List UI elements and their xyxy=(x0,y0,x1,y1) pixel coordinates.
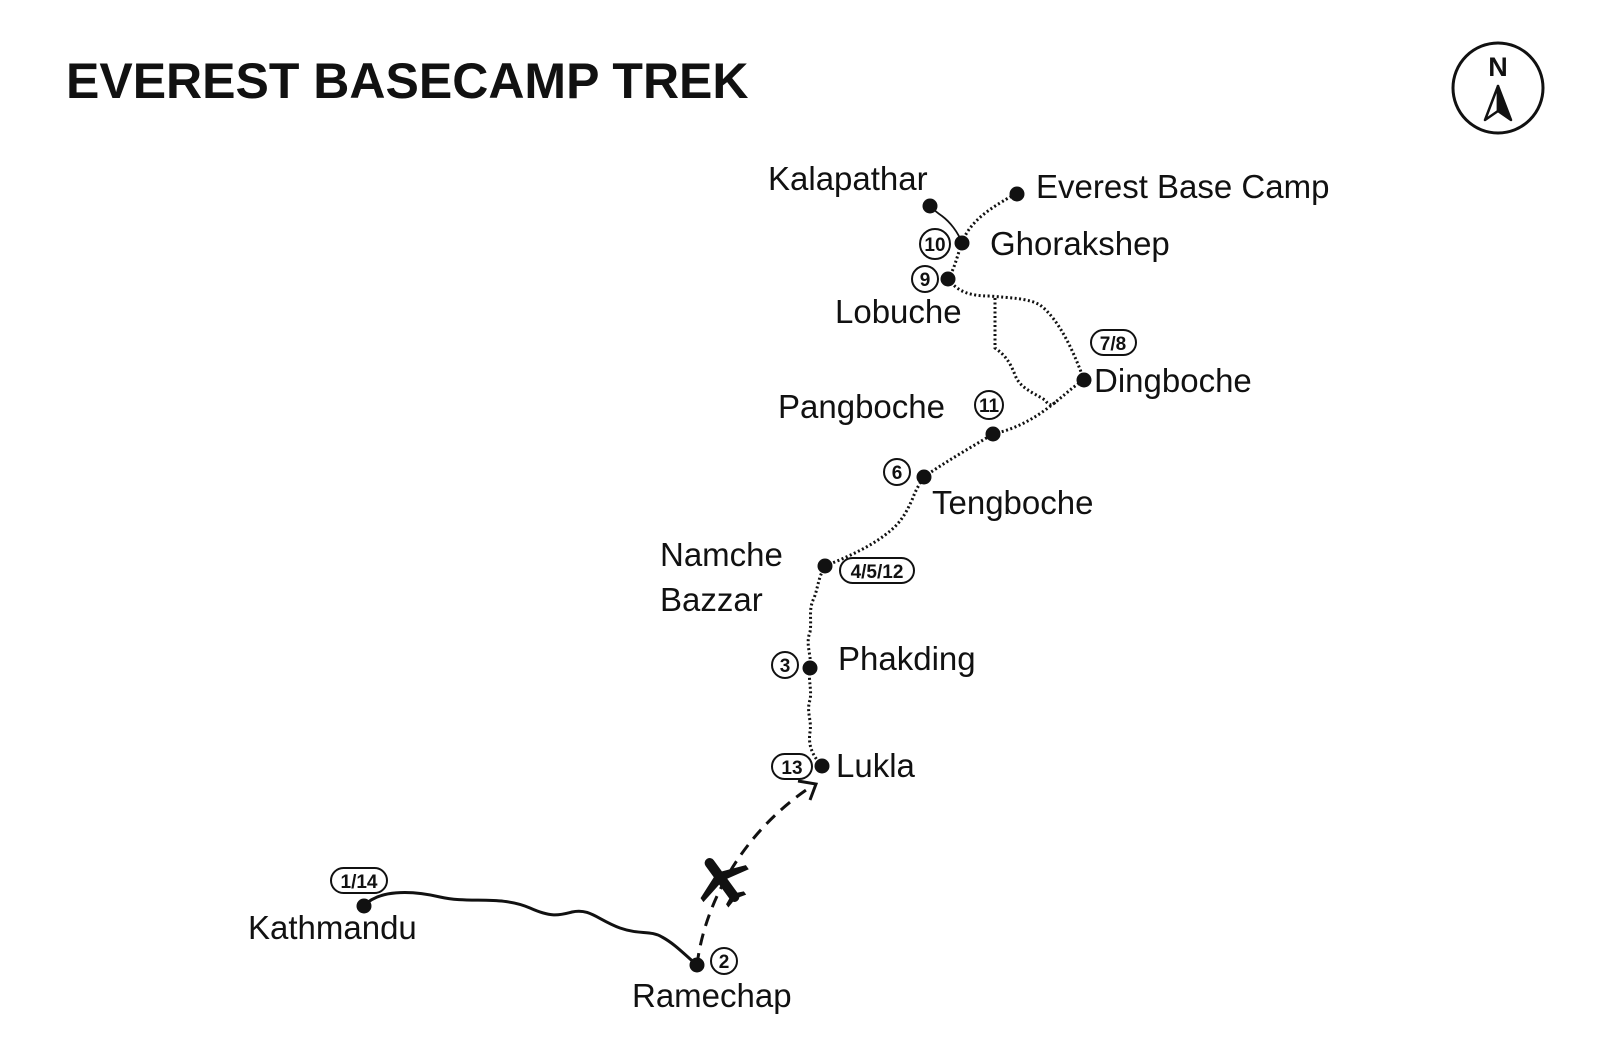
day-badge-namche: 4/5/12 xyxy=(839,557,915,584)
location-dot-tengboche xyxy=(916,469,932,485)
location-dot-kalapathar xyxy=(922,198,938,214)
place-label-phakding: Phakding xyxy=(838,640,976,677)
trail-network xyxy=(806,192,1086,768)
place-label-ramechap: Ramechap xyxy=(632,977,792,1014)
svg-text:13: 13 xyxy=(781,758,802,779)
map-title: EVEREST BASECAMP TREK xyxy=(66,53,749,109)
day-badge-lukla: 13 xyxy=(771,753,813,780)
day-badge-tengboche: 6 xyxy=(883,458,911,486)
svg-text:6: 6 xyxy=(892,463,903,484)
location-dot-phakding xyxy=(802,660,818,676)
road-kathmandu-ramechap xyxy=(362,891,698,967)
place-label-ghorakshep: Ghorakshep xyxy=(990,225,1170,262)
place-label-pangboche: Pangboche xyxy=(778,388,945,425)
day-badge-lobuche: 9 xyxy=(911,265,939,293)
svg-text:1/14: 1/14 xyxy=(341,872,378,893)
place-label-kalapathar: Kalapathar xyxy=(768,160,928,197)
north-arrow-icon xyxy=(1483,84,1513,122)
place-label-lobuche: Lobuche xyxy=(835,293,962,330)
svg-text:3: 3 xyxy=(780,656,791,677)
trail-lobuche-ghorakshep xyxy=(946,242,964,280)
compass: N xyxy=(1451,41,1545,135)
svg-text:9: 9 xyxy=(920,270,931,291)
location-dot-lobuche xyxy=(940,271,956,287)
location-dot-pangboche xyxy=(985,426,1001,442)
svg-text:7/8: 7/8 xyxy=(1100,334,1126,355)
day-badge-ramechap: 2 xyxy=(710,947,738,975)
day-badge-kathmandu: 1/14 xyxy=(330,867,388,894)
place-label-namche-line2: Bazzar xyxy=(660,581,763,618)
location-dot-kathmandu xyxy=(356,898,372,914)
svg-text:10: 10 xyxy=(924,235,945,256)
trail-pangboche-dingboche xyxy=(992,378,1085,436)
day-badge-dingboche: 7/8 xyxy=(1090,329,1137,356)
day-badge-pangboche: 11 xyxy=(974,390,1004,420)
trail-lukla-phakding xyxy=(807,667,824,768)
location-dot-lukla xyxy=(814,758,830,774)
place-label-dingboche: Dingboche xyxy=(1094,362,1252,399)
svg-text:11: 11 xyxy=(979,396,1000,417)
svg-text:4/5/12: 4/5/12 xyxy=(851,562,904,583)
trail-dingboche-lobuche xyxy=(946,278,1086,381)
location-dot-namche-bazzar xyxy=(817,558,833,574)
trail-namche-tengboche xyxy=(824,476,926,568)
location-dot-ramechap xyxy=(689,957,705,973)
place-label-kathmandu: Kathmandu xyxy=(248,909,417,946)
day-badge-phakding: 3 xyxy=(771,651,799,679)
day-badge-ghorakshep: 10 xyxy=(919,228,951,260)
svg-text:2: 2 xyxy=(719,952,730,973)
compass-north-label: N xyxy=(1488,52,1508,82)
flight-arrowhead xyxy=(797,779,819,801)
trail-tengboche-pangboche xyxy=(923,432,994,479)
place-label-lukla: Lukla xyxy=(836,747,916,784)
location-dot-everest-base-camp xyxy=(1009,186,1025,202)
airplane-icon xyxy=(700,858,749,908)
trail-alternate-loop xyxy=(993,298,1060,407)
location-dot-ghorakshep xyxy=(954,235,970,251)
location-dot-dingboche xyxy=(1076,372,1092,388)
place-label-namche-line1: Namche xyxy=(660,536,783,573)
flight-ramechap-lukla xyxy=(695,784,813,966)
place-label-tengboche: Tengboche xyxy=(932,484,1093,521)
place-label-everest-base-camp: Everest Base Camp xyxy=(1036,168,1329,205)
trail-phakding-namche xyxy=(806,565,827,669)
